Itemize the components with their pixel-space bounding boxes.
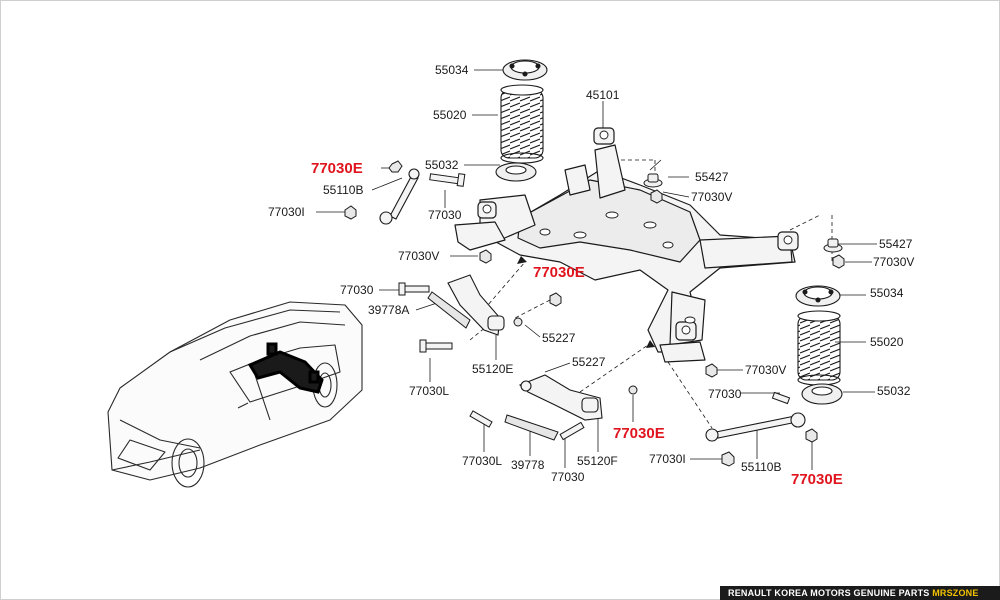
- part-label: 55227: [572, 355, 606, 369]
- part-label: 55427: [879, 237, 913, 251]
- upper-spring-seat-left: [502, 59, 548, 81]
- nuts: [344, 160, 845, 467]
- arrow-up-right: [646, 340, 655, 348]
- car-illustration: [107, 301, 363, 488]
- part-label: 55020: [433, 108, 467, 122]
- part-label: 77030V: [691, 190, 733, 204]
- part-label: 77030I: [649, 452, 686, 466]
- part-label: 55110B: [741, 460, 782, 474]
- footer-brand: MRSZONE: [932, 588, 979, 598]
- bushing-55427-lower: [823, 238, 843, 253]
- part-label: 77030L: [462, 454, 503, 468]
- subframe-holes: [482, 130, 793, 335]
- part-label: 77030V: [398, 249, 440, 263]
- lower-arm-left: [447, 274, 505, 336]
- part-label: 55032: [877, 384, 911, 398]
- part-label: 55032: [425, 158, 459, 172]
- part-label: 55110B: [323, 183, 364, 197]
- upper-link-left: [379, 168, 420, 225]
- bracket-39778: [504, 414, 559, 441]
- arrow-up-left: [517, 256, 527, 264]
- part-label: 77030: [551, 470, 585, 484]
- leader-lines: [316, 69, 877, 470]
- rear-subframe: [454, 127, 799, 363]
- highlighted-part-label: 77030E: [311, 160, 363, 177]
- part-label: 77030V: [873, 255, 915, 269]
- part-label: 77030: [340, 283, 374, 297]
- highlighted-part-label: 77030E: [613, 425, 665, 442]
- part-label: 77030I: [268, 205, 305, 219]
- part-label: 55120E: [472, 362, 514, 376]
- part-label: 39778A: [368, 303, 410, 317]
- part-label: 77030V: [745, 363, 787, 377]
- part-label: 45101: [586, 88, 620, 102]
- part-label: 77030: [708, 387, 742, 401]
- part-label: 39778: [511, 458, 545, 472]
- upper-link-right: [705, 412, 806, 442]
- footer-text: RENAULT KOREA MOTORS GENUINE PARTS: [728, 588, 930, 598]
- lower-arm-right: [518, 374, 603, 421]
- highlighted-part-label: 77030E: [533, 264, 585, 281]
- highlighted-part-label: 77030E: [791, 471, 843, 488]
- part-label: 55034: [870, 286, 904, 300]
- coil-spring-right: [797, 310, 841, 386]
- upper-spring-seat-right: [795, 285, 841, 307]
- part-label: 55034: [435, 63, 469, 77]
- part-label: 55227: [542, 331, 576, 345]
- part-label: 55427: [695, 170, 729, 184]
- part-label: 55120F: [577, 454, 618, 468]
- lower-spring-seat-left: [495, 162, 537, 182]
- bolts: [398, 173, 791, 441]
- part-label: 55020: [870, 335, 904, 349]
- bushing-55427-upper: [643, 173, 663, 188]
- coil-spring-left: [500, 84, 544, 164]
- part-label: 77030L: [409, 384, 450, 398]
- lower-spring-seat-right: [801, 383, 843, 405]
- car-subframe-highlight: [247, 342, 324, 394]
- bracket-39778A: [427, 291, 471, 329]
- part-label: 77030: [428, 208, 462, 222]
- footer-watermark: RENAULT KOREA MOTORS GENUINE PARTS MRSZO…: [720, 586, 1000, 600]
